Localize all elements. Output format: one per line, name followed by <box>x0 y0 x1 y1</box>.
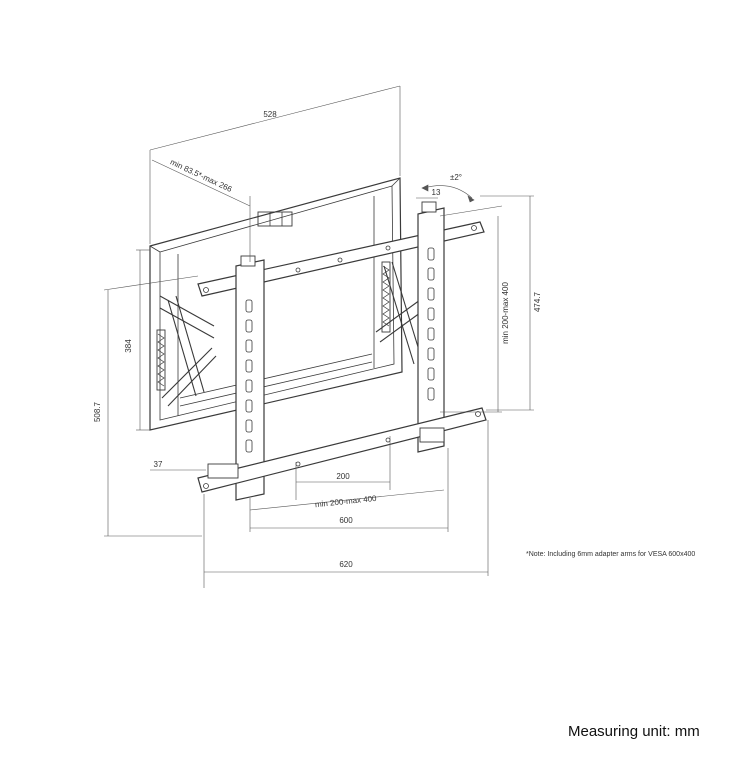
dim-200: 200 <box>336 472 350 481</box>
dim-600: 600 <box>339 516 353 525</box>
dim-vertical-range: min 200-max 400 <box>501 282 510 344</box>
dim-474-7: 474.7 <box>533 291 542 312</box>
tv-interface-frame <box>197 201 487 501</box>
vesa-footnote: *Note: Including 6mm adapter arms for VE… <box>526 551 696 558</box>
dim-37: 37 <box>154 460 163 469</box>
mounting-holes <box>203 225 481 489</box>
dim-508-7: 508.7 <box>93 401 102 422</box>
wall-plate <box>149 177 403 431</box>
dim-horizontal-range: min 200-max 400 <box>315 494 378 509</box>
dim-tilt: ±2° <box>450 173 462 182</box>
scissor-arms-left <box>156 295 217 407</box>
dim-620: 620 <box>339 560 353 569</box>
scissor-arms-right <box>375 261 425 365</box>
dim-depth-range: min 83.5*-max 266 <box>169 157 234 194</box>
dim-384: 384 <box>124 339 133 353</box>
dim-528: 528 <box>263 110 277 119</box>
measuring-unit-label: Measuring unit: mm <box>568 723 700 740</box>
dim-13: 13 <box>432 188 441 197</box>
dimension-lines <box>103 85 534 588</box>
